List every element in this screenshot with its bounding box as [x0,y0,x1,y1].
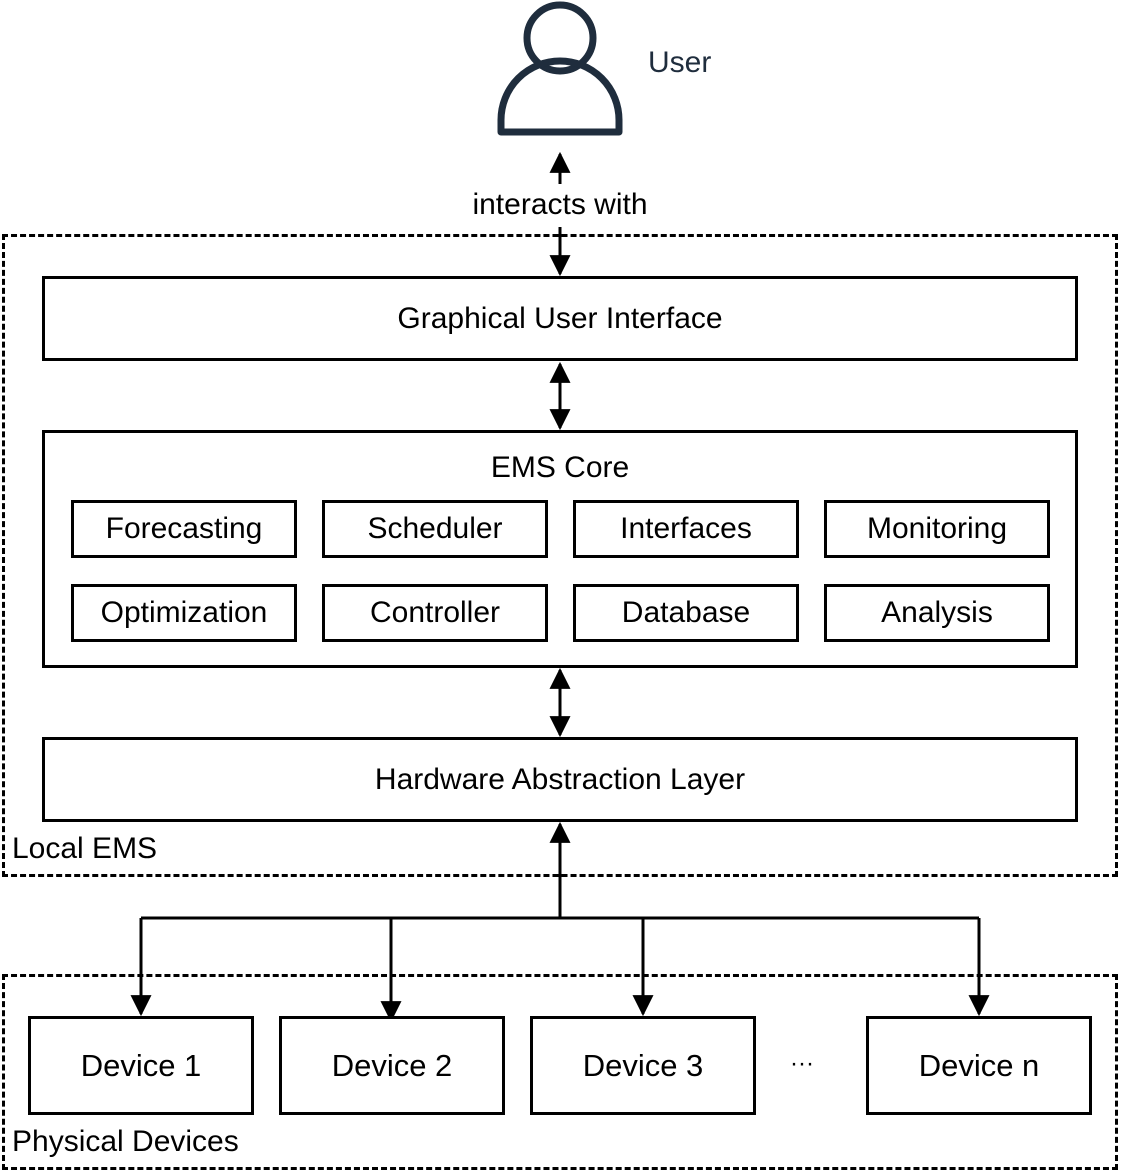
device-label: Device n [918,1047,1040,1083]
ems-core-box: EMS Core Forecasting Scheduler Interface… [42,430,1078,668]
module-monitoring: Monitoring [824,500,1050,558]
local-ems-label: Local EMS [12,832,158,865]
gui-label: Graphical User Interface [397,301,723,335]
ems-core-title: EMS Core [490,451,630,484]
hal-label: Hardware Abstraction Layer [374,762,746,796]
device-3-box: Device 3 [530,1016,756,1115]
module-optimization: Optimization [71,584,297,642]
local-ems-container [2,234,1118,877]
device-label: Device 3 [582,1047,704,1083]
physical-devices-container [2,974,1118,1170]
module-controller: Controller [322,584,548,642]
module-label: Interfaces [620,512,752,545]
module-label: Database [621,596,751,629]
gui-box: Graphical User Interface [42,276,1078,361]
device-label: Device 1 [80,1047,202,1083]
module-label: Monitoring [866,512,1008,545]
module-label: Optimization [100,596,268,629]
interacts-with-label: interacts with [460,188,660,222]
device-ellipsis: ··· [790,1050,814,1077]
device-2-box: Device 2 [279,1016,505,1115]
module-label: Scheduler [367,512,503,545]
device-1-box: Device 1 [28,1016,254,1115]
module-interfaces: Interfaces [573,500,799,558]
physical-devices-label: Physical Devices [12,1125,239,1158]
device-label: Device 2 [331,1047,453,1083]
hal-box: Hardware Abstraction Layer [42,737,1078,822]
module-label: Forecasting [105,512,263,545]
module-database: Database [573,584,799,642]
user-label: User [648,46,712,79]
module-forecasting: Forecasting [71,500,297,558]
module-analysis: Analysis [824,584,1050,642]
module-label: Controller [369,596,501,629]
module-scheduler: Scheduler [322,500,548,558]
device-n-box: Device n [866,1016,1092,1115]
module-label: Analysis [881,596,993,629]
user-icon [497,1,623,136]
